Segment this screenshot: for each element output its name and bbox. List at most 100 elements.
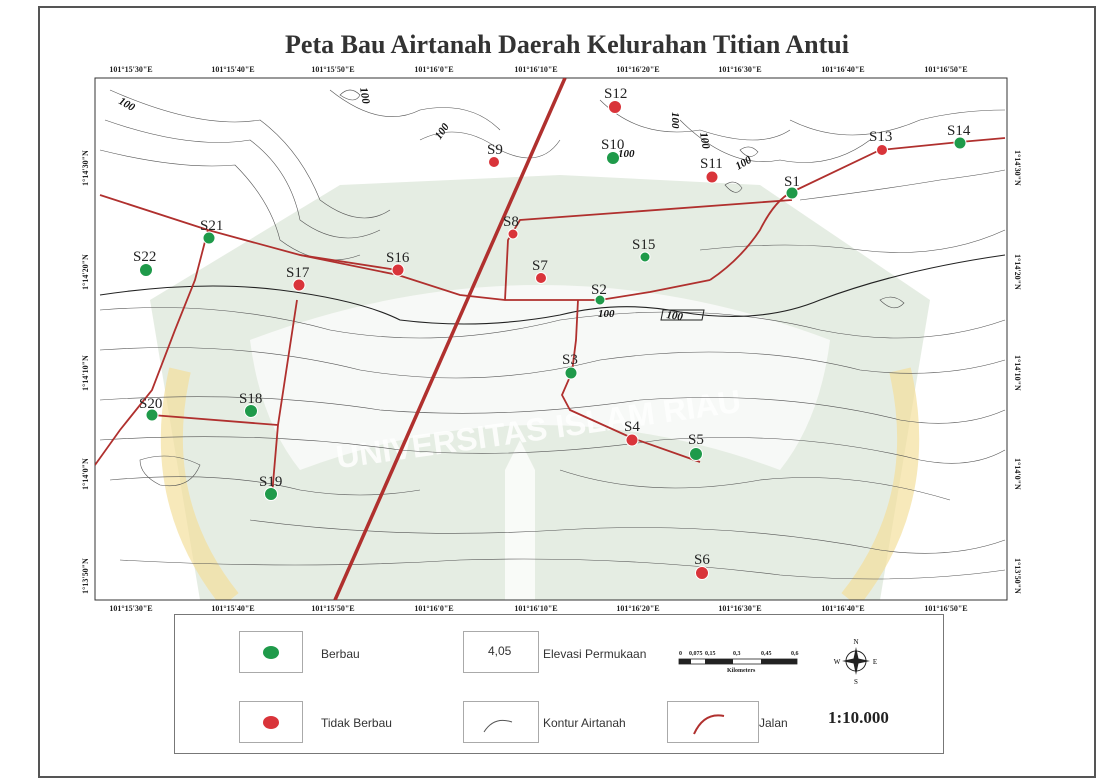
sample-point-s11[interactable] <box>705 170 719 184</box>
lon-label: 101°15'50"E <box>311 65 354 74</box>
sample-label: S2 <box>591 282 607 298</box>
lat-label: 1°14'0"N <box>1013 458 1022 490</box>
sample-label: S15 <box>632 237 655 253</box>
sample-label: S22 <box>133 249 156 265</box>
sample-label: S21 <box>200 218 223 234</box>
right-latitude-labels: 1°14'30"N 1°14'20"N 1°14'10"N 1°14'0"N 1… <box>1013 150 1022 594</box>
scale-tick: 0 <box>679 651 682 657</box>
legend-elevasi-swatch: 4,05 <box>463 631 539 673</box>
scale-unit: Kilometers <box>727 668 756 674</box>
sample-point-s17[interactable] <box>292 278 306 292</box>
lon-label: 101°15'30"E <box>109 604 152 613</box>
sample-point-s5[interactable] <box>689 447 703 461</box>
legend: Berbau Tidak Berbau 4,05 Elevasi Permuka… <box>174 614 944 754</box>
legend-kontur-label: Kontur Airtanah <box>543 716 626 730</box>
sample-label: S14 <box>947 123 971 139</box>
compass-rose-icon: N S E W <box>834 638 877 685</box>
lat-label: 1°13'50"N <box>1013 558 1022 594</box>
sample-point-s15[interactable] <box>639 251 651 263</box>
sample-point-s3[interactable] <box>564 366 578 380</box>
contour-label: 100 <box>433 121 453 142</box>
sample-point-s20[interactable] <box>145 408 159 422</box>
contour-label: 100 <box>669 112 681 129</box>
sample-point-s13[interactable] <box>876 144 888 156</box>
svg-text:W: W <box>834 658 841 666</box>
scale-tick: 0,075 <box>689 651 703 657</box>
lon-label: 101°15'30"E <box>109 65 152 74</box>
sample-label: S7 <box>532 258 548 274</box>
svg-text:N: N <box>853 638 858 646</box>
sample-label: S3 <box>562 352 578 368</box>
road-line-icon <box>693 714 725 735</box>
lon-label: 101°16'0"E <box>414 65 453 74</box>
sample-label: S9 <box>487 142 503 158</box>
sample-point-s16[interactable] <box>391 263 405 277</box>
legend-elevasi-value: 4,05 <box>488 644 512 658</box>
sample-label: S1 <box>784 174 800 190</box>
sample-point-s22[interactable] <box>139 263 153 277</box>
legend-tidak-berbau-swatch <box>239 701 303 743</box>
legend-tidak-berbau-label: Tidak Berbau <box>321 716 392 730</box>
bottom-longitude-labels: 101°15'30"E 101°15'40"E 101°15'50"E 101°… <box>109 604 967 613</box>
lon-label: 101°16'0"E <box>414 604 453 613</box>
sample-point-s9[interactable] <box>488 156 500 168</box>
sample-label: S8 <box>503 214 519 230</box>
sample-point-s1[interactable] <box>785 186 799 200</box>
scale-tick: 0,15 <box>705 651 716 657</box>
lon-label: 101°16'10"E <box>514 604 557 613</box>
lon-label: 101°16'20"E <box>616 604 659 613</box>
contour-label: 100 <box>618 148 635 160</box>
sample-point-s2[interactable] <box>594 294 606 306</box>
sample-point-s18[interactable] <box>244 404 258 418</box>
lat-label: 1°13'50"N <box>81 558 90 594</box>
green-dot-icon <box>263 646 279 659</box>
sample-label: S20 <box>139 396 162 412</box>
lon-label: 101°15'40"E <box>211 65 254 74</box>
lat-label: 1°14'10"N <box>81 355 90 391</box>
contour-label: 100 <box>117 95 138 114</box>
legend-berbau-swatch <box>239 631 303 673</box>
sample-label: S12 <box>604 86 627 102</box>
lon-label: 101°15'40"E <box>211 604 254 613</box>
contour-line-icon <box>483 719 513 733</box>
legend-berbau-label: Berbau <box>321 647 360 661</box>
sample-point-s6[interactable] <box>695 566 709 580</box>
sample-point-s7[interactable] <box>535 272 547 284</box>
map-area-border <box>94 77 1008 601</box>
main-road <box>333 78 567 600</box>
sample-label: S4 <box>624 419 640 435</box>
sample-label: S19 <box>259 474 282 490</box>
sample-point-s19[interactable] <box>264 487 278 501</box>
sample-label: S6 <box>694 552 710 568</box>
lon-label: 101°16'20"E <box>616 65 659 74</box>
sample-label: S16 <box>386 250 410 266</box>
lat-label: 1°14'10"N <box>1013 355 1022 391</box>
legend-jalan-label: Jalan <box>759 716 788 730</box>
sample-label: S13 <box>869 129 892 145</box>
map-title: Peta Bau Airtanah Daerah Kelurahan Titia… <box>285 30 849 59</box>
lat-label: 1°14'0"N <box>81 458 90 490</box>
top-longitude-labels: 101°15'30"E 101°15'40"E 101°15'50"E 101°… <box>109 65 967 74</box>
svg-text:E: E <box>873 658 877 666</box>
scale-tick: 0,45 <box>761 651 772 657</box>
contour-label: 100 <box>697 131 712 150</box>
sample-point-s10[interactable] <box>606 151 620 165</box>
groundwater-contours <box>99 89 1006 580</box>
contour-label: 100 <box>598 308 615 320</box>
lon-label: 101°16'50"E <box>924 65 967 74</box>
watermark-emblem <box>150 175 930 600</box>
contour-label: 100 <box>666 309 685 323</box>
sample-point-s8[interactable] <box>507 228 519 240</box>
legend-elevasi-label: Elevasi Permukaan <box>543 647 647 661</box>
sample-point-s21[interactable] <box>202 231 216 245</box>
sample-point-s4[interactable] <box>625 433 639 447</box>
lon-label: 101°16'30"E <box>718 65 761 74</box>
sample-point-s12[interactable] <box>608 100 622 114</box>
lon-label: 101°16'40"E <box>821 65 864 74</box>
sample-label: S11 <box>700 156 723 172</box>
sample-label: S17 <box>286 265 310 281</box>
lat-label: 1°14'20"N <box>81 254 90 290</box>
sample-point-s14[interactable] <box>953 136 967 150</box>
map-scale-ratio: 1:10.000 <box>828 708 889 727</box>
